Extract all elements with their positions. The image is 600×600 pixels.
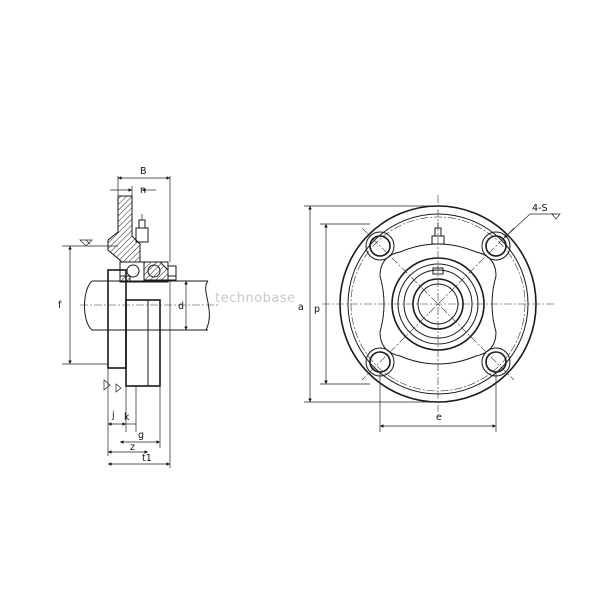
- dim-k: k: [124, 386, 137, 432]
- grease-nipple: [135, 214, 149, 243]
- dim-p: p: [314, 223, 370, 385]
- label-t1: t1: [142, 453, 152, 464]
- label-e: e: [436, 412, 442, 423]
- dim-d: d: [178, 281, 188, 330]
- label-z: z: [130, 442, 135, 453]
- dim-z: z: [108, 442, 148, 454]
- inner-boss: [379, 243, 497, 365]
- shaft: [84, 280, 210, 331]
- dim-f: f: [58, 245, 118, 365]
- label-f: f: [58, 300, 62, 311]
- dim-holes-leader: 4-S: [503, 203, 561, 239]
- side-view: B n f d: [58, 166, 220, 468]
- bolt-hole-tl: [369, 235, 391, 257]
- label-holes: 4-S: [532, 203, 548, 214]
- label-d: d: [178, 301, 184, 312]
- dim-g: g: [120, 386, 161, 448]
- dim-n: n: [110, 185, 156, 196]
- dim-B: B: [117, 166, 171, 262]
- bearing-insert: [119, 261, 177, 283]
- dim-a: a: [298, 205, 438, 403]
- label-g: g: [138, 430, 144, 441]
- housing-hub: [125, 299, 161, 387]
- label-p: p: [314, 304, 320, 315]
- label-B: B: [140, 166, 147, 177]
- dim-e: e: [379, 372, 497, 432]
- label-j: j: [111, 410, 115, 421]
- watermark: technobase: [215, 291, 296, 306]
- label-k: k: [124, 412, 130, 423]
- surface-marks: [79, 239, 122, 393]
- dim-t1: t1: [108, 280, 171, 468]
- bolt-hole-tr: [485, 235, 507, 257]
- front-view: a p e 4-S: [298, 195, 561, 432]
- label-n: n: [140, 185, 146, 196]
- housing-flange: [107, 269, 127, 369]
- label-a: a: [298, 302, 304, 313]
